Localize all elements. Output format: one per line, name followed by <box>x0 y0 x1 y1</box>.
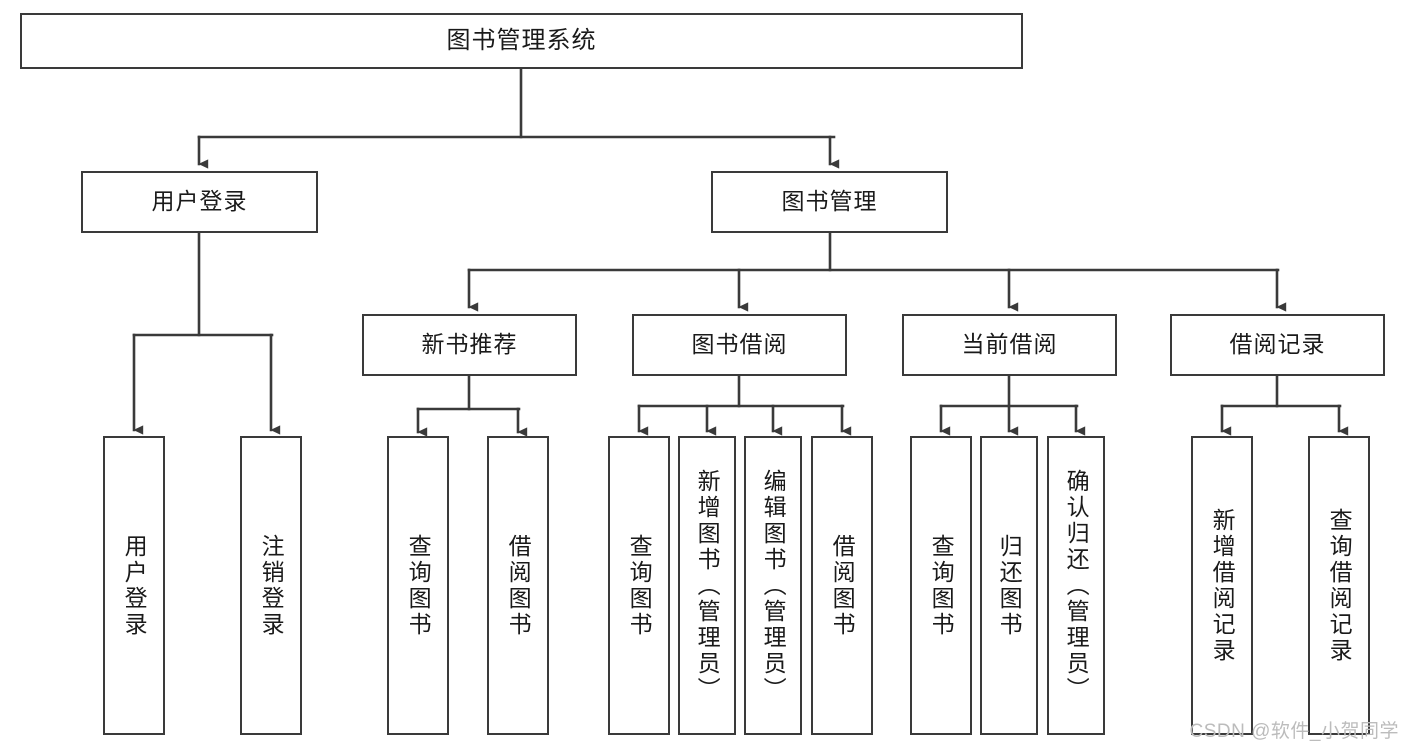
node-leaf-query-book-current[interactable]: 查询图书 <box>910 436 972 735</box>
node-book-management[interactable]: 图书管理 <box>711 171 948 233</box>
node-label: 图书借阅 <box>691 331 788 358</box>
node-leaf-edit-book[interactable]: 编辑图书（管理员） <box>744 436 802 735</box>
node-label: 查询图书 <box>928 533 955 638</box>
node-user-login[interactable]: 用户登录 <box>81 171 318 233</box>
node-leaf-add-book[interactable]: 新增图书（管理员） <box>678 436 736 735</box>
node-label: 归还图书 <box>996 533 1023 638</box>
node-leaf-borrow-book-recommend[interactable]: 借阅图书 <box>487 436 549 735</box>
node-label: 用户登录 <box>121 533 148 638</box>
node-label: 确认归还（管理员） <box>1063 468 1090 703</box>
node-leaf-query-book-borrow[interactable]: 查询图书 <box>608 436 670 735</box>
node-label: 新书推荐 <box>421 331 518 358</box>
node-label: 借阅图书 <box>505 533 532 638</box>
node-leaf-query-borrow-record[interactable]: 查询借阅记录 <box>1308 436 1370 735</box>
node-label: 新增图书（管理员） <box>694 468 721 703</box>
node-label: 查询图书 <box>626 533 653 638</box>
node-current-borrow[interactable]: 当前借阅 <box>902 314 1117 376</box>
node-borrow-record[interactable]: 借阅记录 <box>1170 314 1385 376</box>
node-label: 借阅记录 <box>1229 331 1326 358</box>
node-label: 查询借阅记录 <box>1326 507 1353 664</box>
node-new-book-recommend[interactable]: 新书推荐 <box>362 314 577 376</box>
node-label: 用户登录 <box>151 188 248 215</box>
node-root-book-management-system[interactable]: 图书管理系统 <box>20 13 1023 69</box>
node-leaf-logout-login[interactable]: 注销登录 <box>240 436 302 735</box>
node-leaf-borrow-book[interactable]: 借阅图书 <box>811 436 873 735</box>
node-leaf-confirm-return[interactable]: 确认归还（管理员） <box>1047 436 1105 735</box>
node-label: 注销登录 <box>258 533 285 638</box>
node-leaf-return-book[interactable]: 归还图书 <box>980 436 1038 735</box>
node-label: 编辑图书（管理员） <box>760 468 787 703</box>
node-label: 图书管理系统 <box>446 26 597 54</box>
node-label: 当前借阅 <box>961 331 1058 358</box>
node-book-borrow[interactable]: 图书借阅 <box>632 314 847 376</box>
node-label: 借阅图书 <box>829 533 856 638</box>
watermark-text: CSDN @软件_小贺同学 <box>1189 721 1399 742</box>
node-label: 查询图书 <box>405 533 432 638</box>
node-label: 图书管理 <box>781 188 878 215</box>
node-leaf-query-book-recommend[interactable]: 查询图书 <box>387 436 449 735</box>
node-leaf-add-borrow-record[interactable]: 新增借阅记录 <box>1191 436 1253 735</box>
node-label: 新增借阅记录 <box>1209 507 1236 664</box>
node-leaf-user-login[interactable]: 用户登录 <box>103 436 165 735</box>
